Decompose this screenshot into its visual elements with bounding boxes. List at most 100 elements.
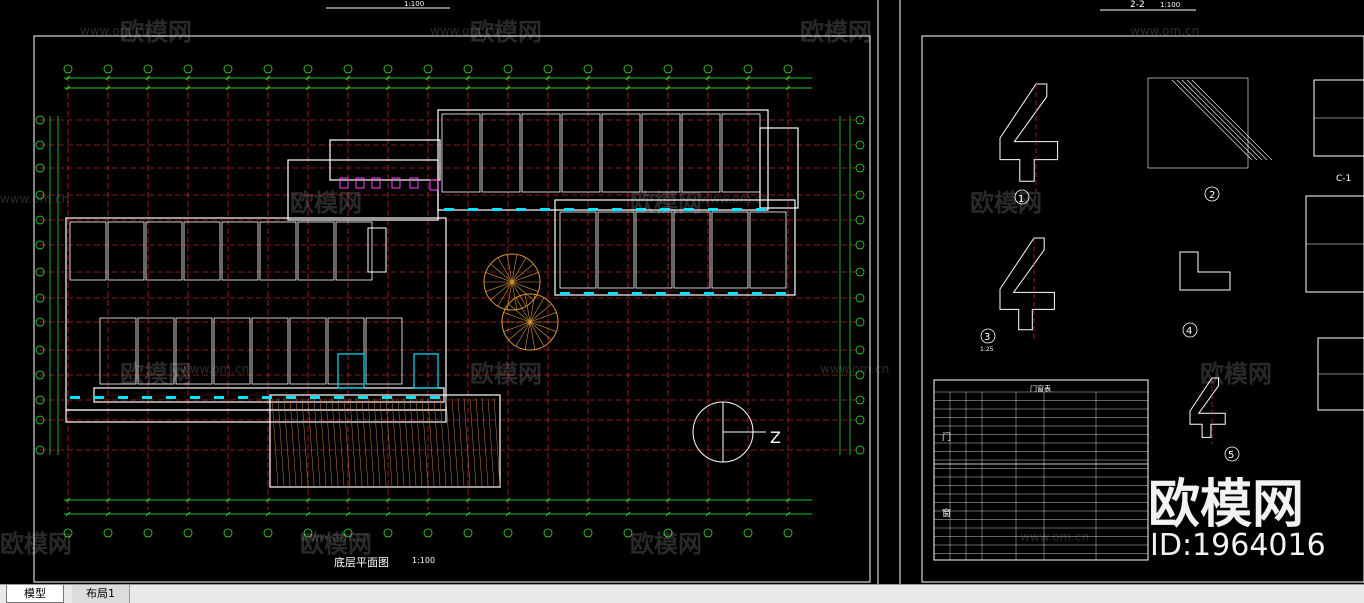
tree-branch (529, 303, 552, 323)
dimension-tick (105, 85, 111, 91)
window-marker (584, 292, 594, 295)
axis-bubble (855, 115, 865, 125)
fixture (429, 179, 439, 191)
window-marker (406, 396, 416, 399)
axis-bubble (463, 528, 473, 538)
dimension-tick (505, 85, 511, 91)
window-marker (732, 208, 742, 211)
tree-branch (529, 321, 552, 341)
detail-hatch (1176, 79, 1258, 161)
plan-scale: 1:100 (412, 556, 436, 565)
dimension-tick (625, 511, 631, 517)
dimension-tick (385, 511, 391, 517)
tab-layout-1[interactable]: 布局1 (72, 585, 130, 603)
tree-branch (529, 321, 557, 332)
dimension-tick (145, 497, 151, 503)
axis-bubble (383, 528, 393, 538)
tree-branch (511, 257, 527, 283)
window-marker (94, 396, 104, 399)
tree-branch (485, 281, 513, 292)
detail-profile (999, 83, 1059, 192)
hatch-line (343, 397, 351, 487)
dimension-tick (345, 75, 351, 81)
axis-bubble (623, 64, 633, 74)
axis-bubble (543, 64, 553, 74)
dimension-tick (425, 497, 431, 503)
hatch-line (427, 397, 435, 487)
hatch-line (481, 397, 489, 487)
dimension-tick (665, 511, 671, 517)
dimension-tick (265, 85, 271, 91)
table-title: 门窗表 (1030, 385, 1051, 393)
hatch-line (493, 397, 501, 487)
dimension-tick (145, 75, 151, 81)
window-marker (118, 396, 128, 399)
dimension-tick (185, 75, 191, 81)
dimension-tick (545, 497, 551, 503)
dimension-tick (465, 75, 471, 81)
watermark-url: www.om.cn (820, 362, 890, 376)
dimension-tick (665, 75, 671, 81)
room (107, 221, 145, 281)
hatch-line (283, 397, 291, 487)
wall-outline (554, 199, 796, 296)
detail-bubble (1014, 189, 1030, 205)
tree-branch (529, 297, 545, 323)
tree-branch (511, 254, 518, 283)
tree-branch (529, 321, 545, 347)
hatch-line (337, 397, 345, 487)
window-marker (756, 208, 766, 211)
tree-branch (529, 294, 536, 323)
dimension-tick (305, 511, 311, 517)
axis-bubble (35, 240, 45, 250)
window-marker (564, 208, 574, 211)
layout-tab-bar: 模型 布局1 (0, 584, 1364, 603)
room (597, 211, 635, 289)
window-marker (238, 396, 248, 399)
room (327, 317, 365, 385)
axis-bubble (35, 190, 45, 200)
dimension-tick (545, 85, 551, 91)
watermark-logo: 欧模网 (800, 18, 872, 46)
room (335, 221, 373, 281)
room (635, 211, 673, 289)
dimension-tick (265, 511, 271, 517)
hatch-line (469, 397, 477, 487)
tab-model[interactable]: 模型 (6, 585, 64, 603)
room (221, 221, 259, 281)
tree-branch (508, 321, 531, 341)
detail-bubble (1224, 446, 1240, 462)
dimension-tick (665, 85, 671, 91)
hatch-line (409, 397, 417, 487)
axis-bubble (855, 163, 865, 173)
watermark-logo: 欧模网 (970, 189, 1042, 217)
watermark-logo: 欧模网 (470, 18, 542, 46)
hatch-line (271, 397, 279, 487)
detail-drawings (980, 77, 1364, 462)
axis-bubble (35, 445, 45, 455)
dimension-tick (585, 75, 591, 81)
axis-bubble (855, 317, 865, 327)
room (673, 211, 711, 289)
axis-bubble (35, 215, 45, 225)
detail-outline (999, 237, 1055, 331)
hatch-line (307, 397, 315, 487)
axis-bubble (103, 528, 113, 538)
tree-branch (511, 281, 518, 310)
hatch-line (433, 397, 441, 487)
hatch-line (421, 397, 429, 487)
axis-bubble (463, 64, 473, 74)
dimension-tick (705, 75, 711, 81)
window-marker (588, 208, 598, 211)
tree-branch (503, 321, 531, 332)
cad-drawing[interactable] (0, 0, 1364, 584)
detail-outline (1189, 377, 1226, 438)
watermark-brand-large: 欧模网 (1148, 475, 1305, 535)
hatch-line (403, 397, 411, 487)
plan-title: 底层平面图 (334, 556, 389, 569)
tree-branch (511, 272, 539, 283)
window-marker (680, 292, 690, 295)
floor-plan (35, 64, 865, 538)
dimension-tick (705, 85, 711, 91)
cad-model-space[interactable]: 1:100 2-2 1:100 底层平面图 1:100 Z C-1 门窗表 门 … (0, 0, 1364, 584)
